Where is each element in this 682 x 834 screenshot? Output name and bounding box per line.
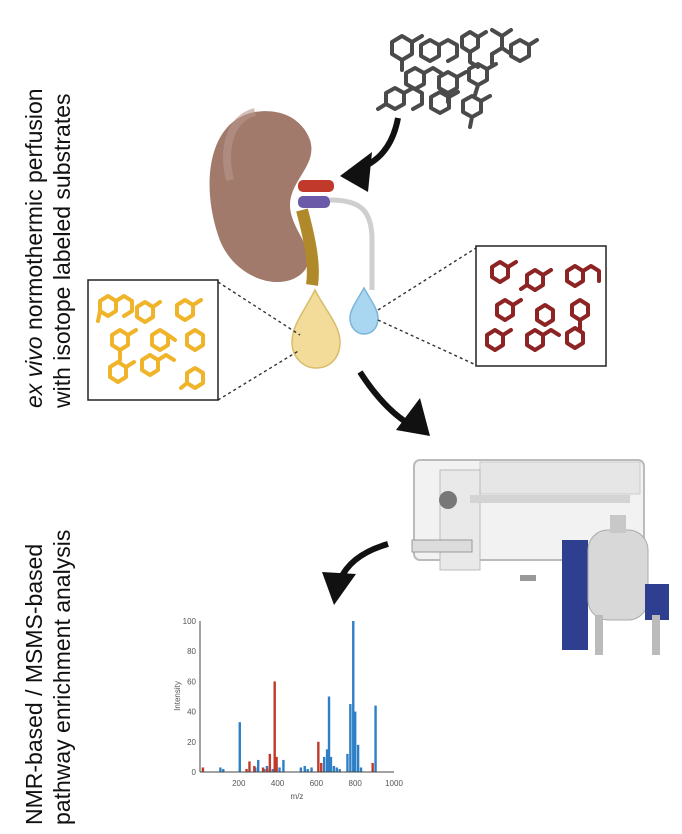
spectrum-peak — [338, 768, 341, 772]
spectrum-peak — [374, 705, 377, 772]
y-tick-label: 0 — [192, 768, 197, 777]
spectrum-peak — [238, 722, 241, 772]
spectrum-peak — [352, 621, 355, 772]
y-tick-label: 80 — [187, 647, 196, 656]
callout-lines — [217, 247, 477, 401]
chart-arrow-head — [322, 572, 356, 605]
spectrum-peak — [299, 767, 303, 772]
x-ticks: 200 400 600 800 1000 — [232, 779, 403, 788]
spectrum-peak — [248, 761, 251, 772]
spectrum-peak — [219, 767, 222, 772]
spectrum-peak — [268, 753, 272, 772]
x-tick-label: 600 — [310, 779, 324, 788]
spectrum-peak — [310, 767, 313, 772]
y-tick-label: 100 — [183, 617, 197, 626]
y-tick-label: 60 — [187, 677, 196, 686]
x-tick-label: 400 — [271, 779, 285, 788]
labeled-molecules — [96, 294, 205, 390]
spectrum-peak — [201, 767, 205, 772]
y-tick-label: 20 — [187, 738, 196, 747]
spectrum-peak — [327, 696, 331, 772]
urine-drop-icon — [291, 288, 341, 369]
spectrum-peak — [303, 765, 306, 772]
x-axis-label: m/z — [291, 792, 304, 801]
spectrum-peak — [371, 762, 374, 772]
spectrum-peak — [275, 756, 278, 772]
mass-spectrometer-icon — [411, 459, 645, 581]
spectrum-peak — [282, 759, 285, 772]
y-ticks: 0 20 40 60 80 100 — [183, 617, 197, 777]
spectrum-peak — [322, 756, 326, 772]
substrate-molecules — [376, 28, 539, 129]
spectrum-peak — [320, 762, 323, 772]
spectrum-peak — [359, 767, 363, 772]
substrate-arrow-head — [340, 152, 372, 192]
nmr-spectrometer-icon — [562, 515, 669, 655]
perfusate-drop-icon — [349, 286, 379, 335]
spectrum-bars — [201, 621, 377, 772]
spectrum-peak — [271, 768, 274, 772]
spectrum-peak — [265, 768, 269, 772]
unlabeled-molecules — [485, 260, 601, 352]
analysis-arrow-head — [396, 398, 430, 436]
x-tick-label: 800 — [349, 779, 363, 788]
spectrum-peak — [253, 765, 256, 772]
x-tick-label: 200 — [232, 779, 246, 788]
y-tick-label: 40 — [187, 708, 196, 717]
spectrum-peak — [332, 765, 336, 772]
spectrum-peak — [278, 767, 281, 772]
spectrum-peak — [335, 767, 338, 772]
x-tick-label: 1000 — [385, 779, 403, 788]
spectrum-peak — [261, 767, 265, 772]
spectrum-peak — [245, 768, 248, 772]
spectrum-peak — [317, 741, 320, 772]
kidney-icon — [209, 108, 375, 290]
y-axis-label: Intensity — [173, 681, 182, 711]
spectrum-peak — [306, 768, 309, 772]
spectrum-peak — [273, 681, 276, 772]
spectrum-peak — [325, 749, 329, 772]
spectrum-peak — [346, 753, 349, 772]
spectrum-peak — [222, 768, 225, 772]
spectrum-peak — [349, 704, 352, 772]
spectrum-peak — [356, 744, 360, 772]
spectrum-peak — [257, 759, 260, 772]
spectrum-peak — [354, 711, 357, 772]
spectrum-peak — [329, 756, 333, 772]
